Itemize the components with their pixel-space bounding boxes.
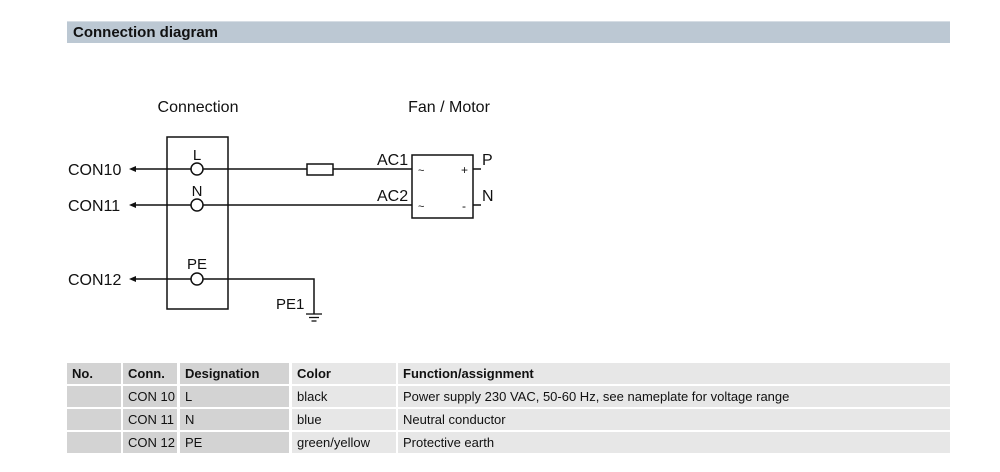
cell-designation: PE — [180, 432, 289, 453]
terminal-n-label: N — [192, 183, 203, 200]
cell-color: blue — [292, 409, 396, 430]
header-function: Function/assignment — [398, 363, 950, 384]
con12-label: CON12 — [68, 272, 121, 289]
plus-symbol: + — [461, 163, 468, 177]
wire-pe-right — [203, 278, 315, 314]
table-row: CON 12 PE green/yellow Protective earth — [67, 432, 950, 455]
ac-symbol-1: ~ — [418, 165, 424, 177]
cell-color: green/yellow — [292, 432, 396, 453]
motor-input-ac1: AC1 — [377, 152, 408, 169]
con10-label: CON10 — [68, 162, 121, 179]
header-conn: Conn. — [123, 363, 177, 384]
terminal-n-icon — [190, 198, 204, 212]
cell-function: Power supply 230 VAC, 50-60 Hz, see name… — [398, 386, 950, 407]
motor-output-p: P — [482, 152, 493, 169]
cell-function: Protective earth — [398, 432, 950, 453]
cell-conn: CON 10 — [123, 386, 177, 407]
terminal-pe-icon — [190, 272, 204, 286]
cell-conn: CON 11 — [123, 409, 177, 430]
cell-conn: CON 12 — [123, 432, 177, 453]
cell-no — [67, 409, 121, 430]
con11-arrow-icon — [129, 202, 136, 208]
table-row: CON 11 N blue Neutral conductor — [67, 409, 950, 432]
cell-function: Neutral conductor — [398, 409, 950, 430]
section-header: Connection diagram — [67, 21, 950, 43]
connection-table: No. Conn. Designation Color Function/ass… — [67, 363, 950, 455]
header-no: No. — [67, 363, 121, 384]
fuse-icon — [306, 163, 334, 176]
terminal-pe-label: PE — [187, 256, 207, 273]
motor-output-n: N — [482, 188, 494, 205]
con11-label: CON11 — [68, 198, 120, 215]
motor-title: Fan / Motor — [408, 99, 490, 116]
connection-block — [166, 136, 229, 310]
section-title: Connection diagram — [73, 24, 219, 41]
cell-no — [67, 432, 121, 453]
minus-symbol: - — [462, 199, 466, 213]
terminal-l-icon — [190, 162, 204, 176]
cell-designation: L — [180, 386, 289, 407]
motor-block — [411, 154, 474, 219]
cell-designation: N — [180, 409, 289, 430]
header-designation: Designation — [180, 363, 289, 384]
terminal-l-label: L — [193, 147, 201, 164]
con10-arrow-icon — [129, 166, 136, 172]
ground-label: PE1 — [276, 296, 304, 313]
cell-no — [67, 386, 121, 407]
table-header-row: No. Conn. Designation Color Function/ass… — [67, 363, 950, 386]
ground-icon — [306, 313, 322, 322]
header-color: Color — [292, 363, 396, 384]
table-row: CON 10 L black Power supply 230 VAC, 50-… — [67, 386, 950, 409]
con12-arrow-icon — [129, 276, 136, 282]
motor-input-ac2: AC2 — [377, 188, 408, 205]
ac-symbol-2: ~ — [418, 201, 424, 213]
cell-color: black — [292, 386, 396, 407]
connection-title: Connection — [158, 99, 239, 116]
